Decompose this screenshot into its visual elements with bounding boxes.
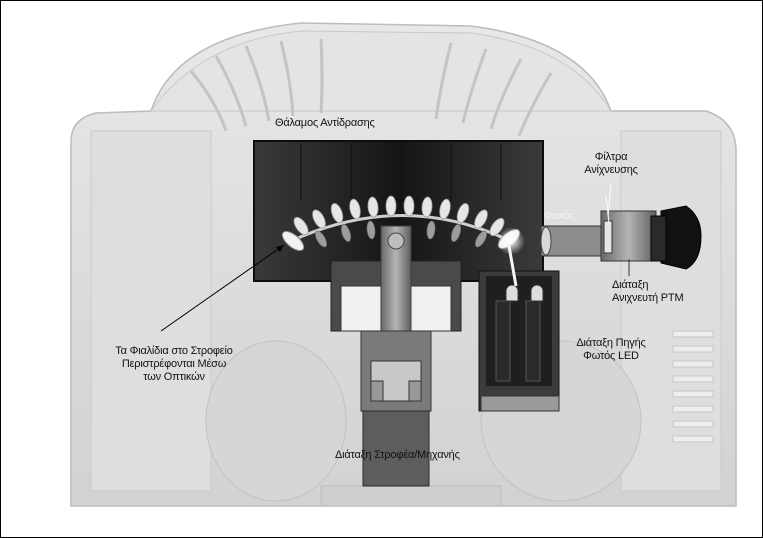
vials-leader-line xyxy=(160,244,285,332)
top-fan-blades xyxy=(189,38,553,137)
right-vent-slots xyxy=(672,330,714,443)
label-detection-filters: Φίλτρα Ανίχνευσης xyxy=(561,151,661,177)
led-source-assembly xyxy=(478,227,560,412)
label-vials-line-3: των Οπτικών xyxy=(143,371,205,383)
label-led-source-line-2: Φωτός LED xyxy=(583,350,639,362)
label-rotor-motor: Διάταξη Στροφέα/Μηχανής xyxy=(335,449,460,461)
label-reaction-chamber: Θάλαμος Αντίδρασης xyxy=(275,117,375,129)
optical-path xyxy=(540,195,702,270)
filters-leader-line xyxy=(607,183,612,218)
label-vials-line-1: Τα Φιαλίδια στο Στροφείο xyxy=(115,345,233,357)
label-lens: Φακός xyxy=(544,210,575,222)
label-vials: Τα Φιαλίδια στο Στροφείο Περιστρέφονται … xyxy=(99,345,249,384)
label-ptm-detector-line-2: Ανιχνευτή PTM xyxy=(612,292,684,304)
label-vials-line-2: Περιστρέφονται Μέσω xyxy=(121,358,227,370)
label-led-source: Διάταξη Πηγής Φωτός LED xyxy=(561,337,661,363)
label-detection-filters-line-2: Ανίχνευσης xyxy=(584,164,638,176)
label-detection-filters-line-1: Φίλτρα xyxy=(594,151,628,163)
vials-leader-arrowhead xyxy=(276,245,284,252)
rotor-mechanism xyxy=(330,225,462,487)
label-ptm-detector-line-1: Διάταξη xyxy=(612,279,649,291)
chamber-ribs xyxy=(300,143,502,201)
label-ptm-detector: Διάταξη Ανιχνευτή PTM xyxy=(612,279,684,305)
label-led-source-line-1: Διάταξη Πηγής xyxy=(576,337,646,349)
